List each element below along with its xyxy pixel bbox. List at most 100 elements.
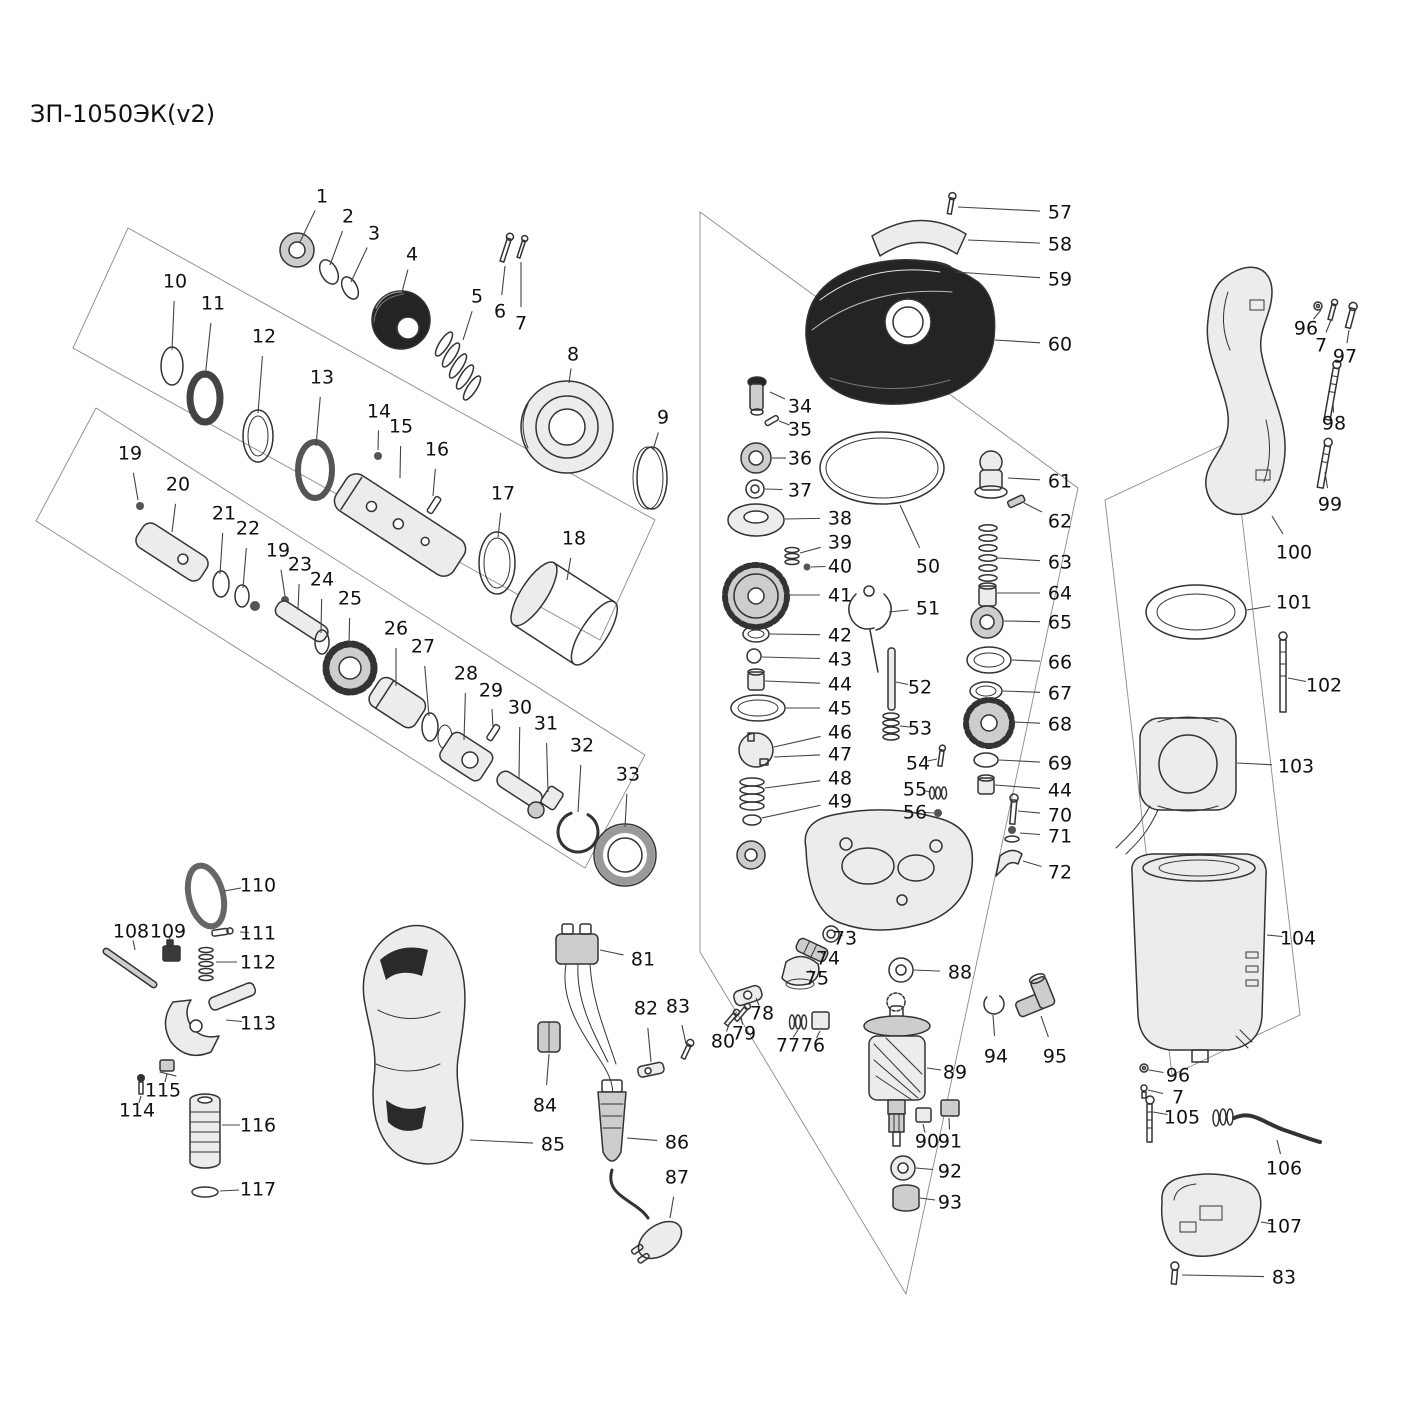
guide-boxes [35, 211, 1301, 1296]
leader-line [204, 322, 212, 379]
part-number-label: 30 [508, 697, 532, 719]
leader-line [992, 1014, 996, 1037]
chuck-assembly-art [279, 232, 668, 510]
part-number-label: 36 [788, 448, 812, 470]
leader-line [957, 206, 1041, 212]
part-number-label: 76 [801, 1035, 825, 1057]
part-number-label: 19 [118, 443, 142, 465]
leader-line [773, 754, 821, 758]
leader-line [1152, 1111, 1168, 1116]
leader-line [922, 789, 932, 793]
part-number-label: 117 [240, 1179, 276, 1201]
part-number-label: 28 [454, 663, 478, 685]
leader-line [764, 780, 821, 789]
leader-line [1017, 810, 1041, 814]
part-number-label: 41 [828, 585, 852, 607]
leader-line [164, 1073, 168, 1083]
leader-line [546, 742, 549, 793]
part-number-label: 108 [113, 921, 149, 943]
leader-line [1271, 515, 1284, 535]
leader-line [761, 804, 821, 819]
part-number-label: 44 [1048, 780, 1072, 802]
part-number-label: 97 [1333, 346, 1357, 368]
diagram-title: ЗП-1050ЭК(v2) [30, 100, 216, 128]
part-number-label: 51 [916, 598, 940, 620]
barrel-assembly-art [160, 346, 619, 666]
part-number-label: 96 [1294, 318, 1318, 340]
leader-line [948, 1117, 951, 1130]
part-number-label: 3 [368, 223, 380, 245]
leader-line [463, 692, 466, 741]
part-number-label: 21 [212, 503, 236, 525]
part-number-label: 4 [406, 244, 418, 266]
leader-line [168, 937, 172, 945]
leader-line [778, 420, 790, 426]
leader-line [299, 210, 316, 243]
leader-line [424, 665, 430, 717]
leader-line [994, 784, 1041, 790]
leader-line [469, 1139, 534, 1144]
leader-line [138, 1095, 142, 1104]
part-number-label: 65 [1048, 612, 1072, 634]
part-number-label: 11 [201, 293, 225, 315]
leader-line [518, 726, 521, 779]
part-number-label: 19 [266, 540, 290, 562]
leader-line [1246, 605, 1271, 611]
part-number-label: 87 [665, 1167, 689, 1189]
part-number-label: 39 [828, 532, 852, 554]
leader-line [599, 949, 624, 956]
leader-line [652, 432, 659, 451]
leader-line [1003, 620, 1041, 623]
part-number-label: 34 [788, 396, 812, 418]
leader-line [895, 681, 909, 686]
part-number-label: 40 [828, 556, 852, 578]
leader-line [171, 503, 177, 533]
shifter-art [848, 585, 948, 817]
part-number-label: 63 [1048, 552, 1072, 574]
part-number-label: 90 [915, 1131, 939, 1153]
leader-line [799, 546, 821, 554]
part-number-label: 16 [425, 439, 449, 461]
part-number-label: 113 [240, 1013, 276, 1035]
part-number-label: 26 [384, 618, 408, 640]
part-number-label: 89 [943, 1062, 967, 1084]
leader-line [919, 1197, 936, 1201]
leader-line [755, 997, 760, 1006]
part-number-label: 2 [342, 206, 354, 228]
leader-line [954, 271, 1041, 279]
part-number-label: 12 [252, 326, 276, 348]
part-number-label: 112 [240, 952, 276, 974]
part-number-label: 68 [1048, 714, 1072, 736]
part-number-label: 83 [666, 996, 690, 1018]
leader-line [546, 1053, 550, 1086]
part-number-label: 24 [310, 569, 334, 591]
part-number-label: 73 [833, 928, 857, 950]
leader-line [1007, 477, 1041, 481]
leader-line [1023, 502, 1043, 513]
leader-line [998, 759, 1041, 763]
leader-line [810, 565, 826, 568]
part-number-label: 33 [616, 764, 640, 786]
part-number-label: 106 [1266, 1158, 1302, 1180]
part-number-label: 83 [1272, 1267, 1296, 1289]
leader-line [348, 617, 351, 647]
part-number-label: 25 [338, 588, 362, 610]
part-number-label: 69 [1048, 753, 1072, 775]
part-number-label: 52 [908, 677, 932, 699]
part-number-label: 20 [166, 474, 190, 496]
leader-line [769, 633, 821, 636]
leader-line [1181, 1274, 1265, 1278]
leader-line [1260, 1221, 1273, 1225]
leader-line [132, 940, 136, 951]
part-number-label: 55 [903, 779, 927, 801]
leader-line [1019, 832, 1041, 836]
leader-line [219, 1189, 240, 1192]
leader-line [994, 339, 1041, 344]
leader-line [1266, 934, 1283, 938]
leader-line [1332, 401, 1335, 413]
leader-line [223, 887, 242, 892]
part-labels-layer: 1234567891011121314151617181920212219232… [113, 186, 1357, 1289]
part-number-label: 38 [828, 508, 852, 530]
leader-line [764, 680, 821, 684]
part-number-label: 61 [1048, 471, 1072, 493]
